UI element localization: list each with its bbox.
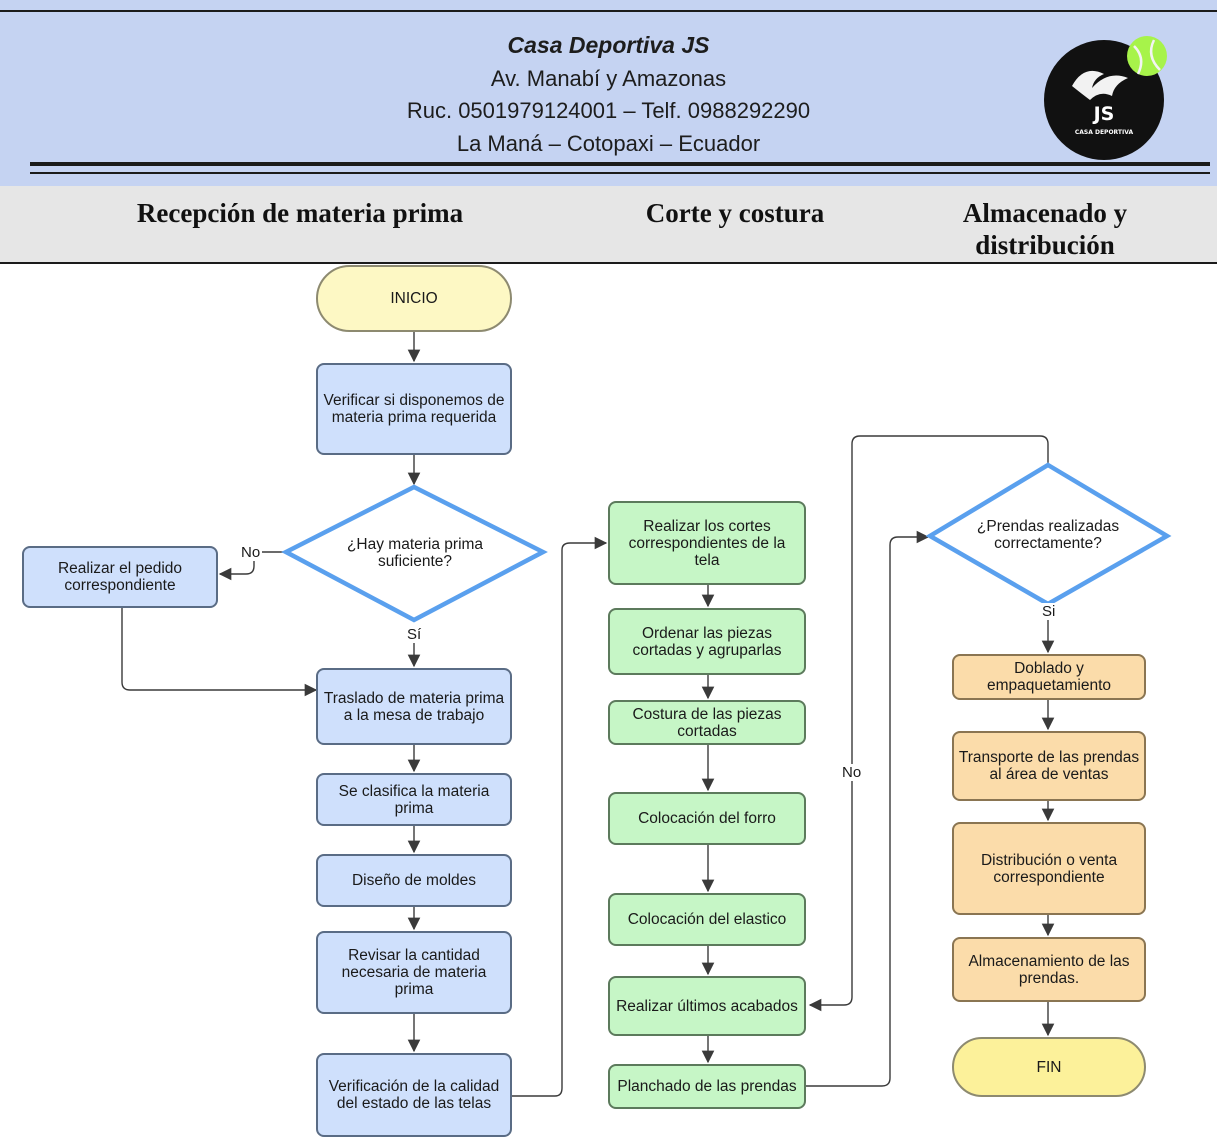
edge-pedido-traslado: [121, 608, 318, 697]
edge-planchado-decision2: [806, 530, 930, 1087]
label-no-decision1: No: [239, 544, 263, 561]
decision-hay-materia-shape: [281, 484, 548, 623]
edge-decision2-no-acabados: [808, 435, 1049, 1012]
lane-header-rule: [0, 262, 1217, 264]
node-clasifica: Se clasifica la materia prima: [316, 773, 512, 826]
company-address: Av. Manabí y Amazonas: [490, 66, 727, 91]
lane-title-reception: Recepción de materia prima: [136, 198, 464, 228]
node-fin: FIN: [952, 1037, 1146, 1097]
node-traslado: Traslado de materia prima a la mesa de t…: [316, 668, 512, 745]
document-header: Casa Deportiva JS Av. Manabí y Amazonas …: [0, 0, 1217, 186]
node-distribucion: Distribución o venta correspondiente: [952, 822, 1146, 915]
lane-title-cutting: Corte y costura: [645, 198, 825, 228]
edge-verifcalidad-cortes: [512, 536, 608, 1097]
label-si-decision1: Sí: [405, 626, 424, 643]
node-transporte: Transporte de las prendas al área de ven…: [952, 731, 1146, 801]
node-diseno: Diseño de moldes: [316, 854, 512, 907]
node-verificar: Verificar si disponemos de materia prima…: [316, 363, 512, 455]
node-revisar: Revisar la cantidad necesaria de materia…: [316, 931, 512, 1014]
header-thick-rule: [30, 162, 1210, 166]
svg-text:JS: JS: [1092, 103, 1115, 125]
node-inicio: INICIO: [316, 265, 512, 332]
node-planchado: Planchado de las prendas: [608, 1064, 806, 1109]
node-acabados: Realizar últimos acabados: [608, 976, 806, 1036]
company-logo: JS CASA DEPORTIVA: [1044, 36, 1167, 160]
node-pedido: Realizar el pedido correspondiente: [22, 546, 218, 608]
node-verif-calidad: Verificación de la calidad del estado de…: [316, 1053, 512, 1137]
decision-hay-materia-label: ¿Hay materia prima suficiente?: [346, 536, 484, 570]
node-ordenar: Ordenar las piezas cortadas y agruparlas: [608, 608, 806, 675]
svg-text:CASA DEPORTIVA: CASA DEPORTIVA: [1075, 129, 1134, 136]
company-city: La Maná – Cotopaxi – Ecuador: [456, 131, 761, 156]
lane-title-storage: Almacenado y distribución: [962, 198, 1128, 260]
node-almacenamiento: Almacenamiento de las prendas.: [952, 937, 1146, 1002]
node-doblado: Doblado y empaquetamiento: [952, 654, 1146, 700]
node-forro: Colocación del forro: [608, 792, 806, 845]
header-top-rule: [0, 10, 1217, 12]
node-cortes: Realizar los cortes correspondientes de …: [608, 501, 806, 585]
company-ruc-phone: Ruc. 0501979124001 – Telf. 0988292290: [406, 98, 811, 123]
company-name: Casa Deportiva JS: [507, 32, 710, 58]
node-costura: Costura de las piezas cortadas: [608, 700, 806, 745]
label-si-decision2: Si: [1040, 603, 1058, 620]
lane-header-bar: [0, 186, 1217, 264]
node-elastico: Colocación del elastico: [608, 893, 806, 946]
header-thin-rule: [30, 172, 1210, 174]
decision-prendas-label: ¿Prendas realizadas correctamente?: [976, 518, 1120, 552]
label-no-decision2: No: [840, 764, 864, 781]
